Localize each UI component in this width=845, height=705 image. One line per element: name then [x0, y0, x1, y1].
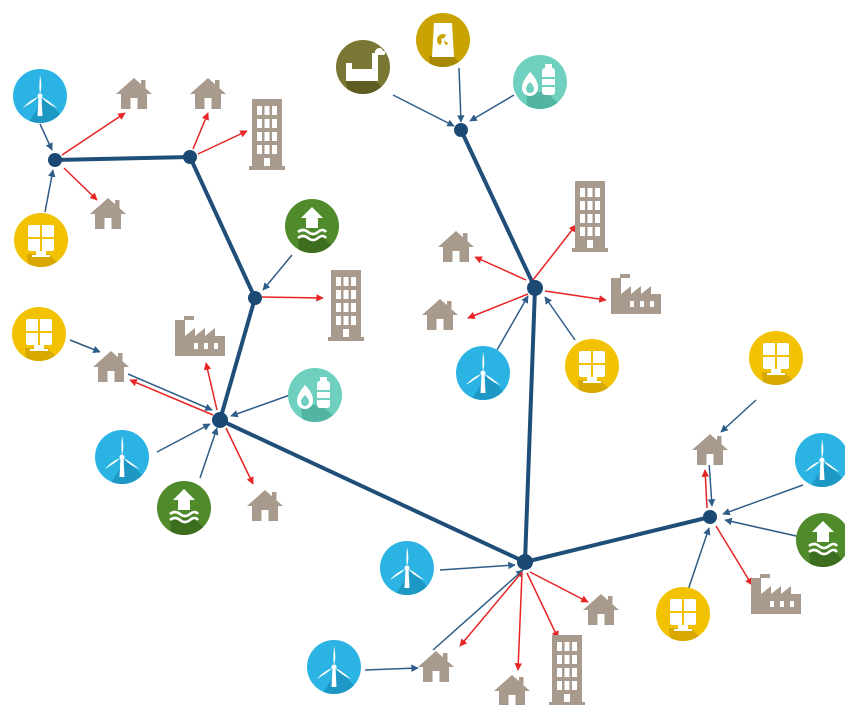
- solar-panel-icon: [14, 213, 81, 300]
- office-building-icon: [572, 181, 608, 252]
- solar-panel-icon: [749, 331, 816, 418]
- demand-arrows: [61, 112, 753, 671]
- solar-panel-icon: [12, 307, 79, 394]
- supply-arrows: [39, 67, 806, 673]
- solar-panel-icon: [565, 339, 632, 426]
- wind-turbine-icon: [795, 433, 845, 520]
- junction-node: [183, 150, 197, 164]
- house-icon: [438, 231, 474, 262]
- factory-icon: [751, 574, 801, 614]
- house-icon: [190, 78, 226, 109]
- wind-turbine-icon: [13, 69, 80, 156]
- hydro-power-icon: [157, 481, 224, 568]
- house-icon: [93, 351, 129, 382]
- wind-turbine-icon: [456, 346, 523, 433]
- junction-node: [454, 123, 468, 137]
- house-icon: [494, 675, 530, 705]
- house-icon: [583, 594, 619, 625]
- solar-panel-icon: [656, 587, 723, 674]
- house-icon: [116, 78, 152, 109]
- grid-lines: [53, 128, 712, 565]
- factory-icon: [611, 274, 661, 314]
- nuclear-plant-icon: [416, 13, 483, 100]
- junction-node: [212, 412, 228, 428]
- gas-plant-icon: [288, 368, 355, 455]
- junction-node: [517, 554, 533, 570]
- grid-line-north: [459, 128, 712, 565]
- office-building-icon: [249, 99, 285, 170]
- house-icon: [422, 299, 458, 330]
- wind-turbine-icon: [380, 541, 447, 628]
- gas-plant-icon: [513, 55, 580, 142]
- wind-turbine-icon: [95, 430, 162, 517]
- junction-node: [48, 153, 62, 167]
- hydro-power-icon: [796, 513, 845, 600]
- generation-sources: [12, 13, 845, 705]
- junction-nodes: [48, 123, 717, 570]
- house-icon: [90, 198, 126, 229]
- junction-node: [703, 510, 717, 524]
- house-icon: [418, 651, 454, 682]
- house-icon: [692, 434, 728, 465]
- wind-turbine-icon: [307, 640, 374, 705]
- office-building-icon: [549, 635, 585, 705]
- house-icon: [247, 490, 283, 521]
- junction-node: [527, 280, 543, 296]
- coal-plant-icon: [336, 40, 403, 127]
- office-building-icon: [328, 270, 364, 341]
- factory-icon: [175, 316, 225, 356]
- junction-node: [248, 291, 262, 305]
